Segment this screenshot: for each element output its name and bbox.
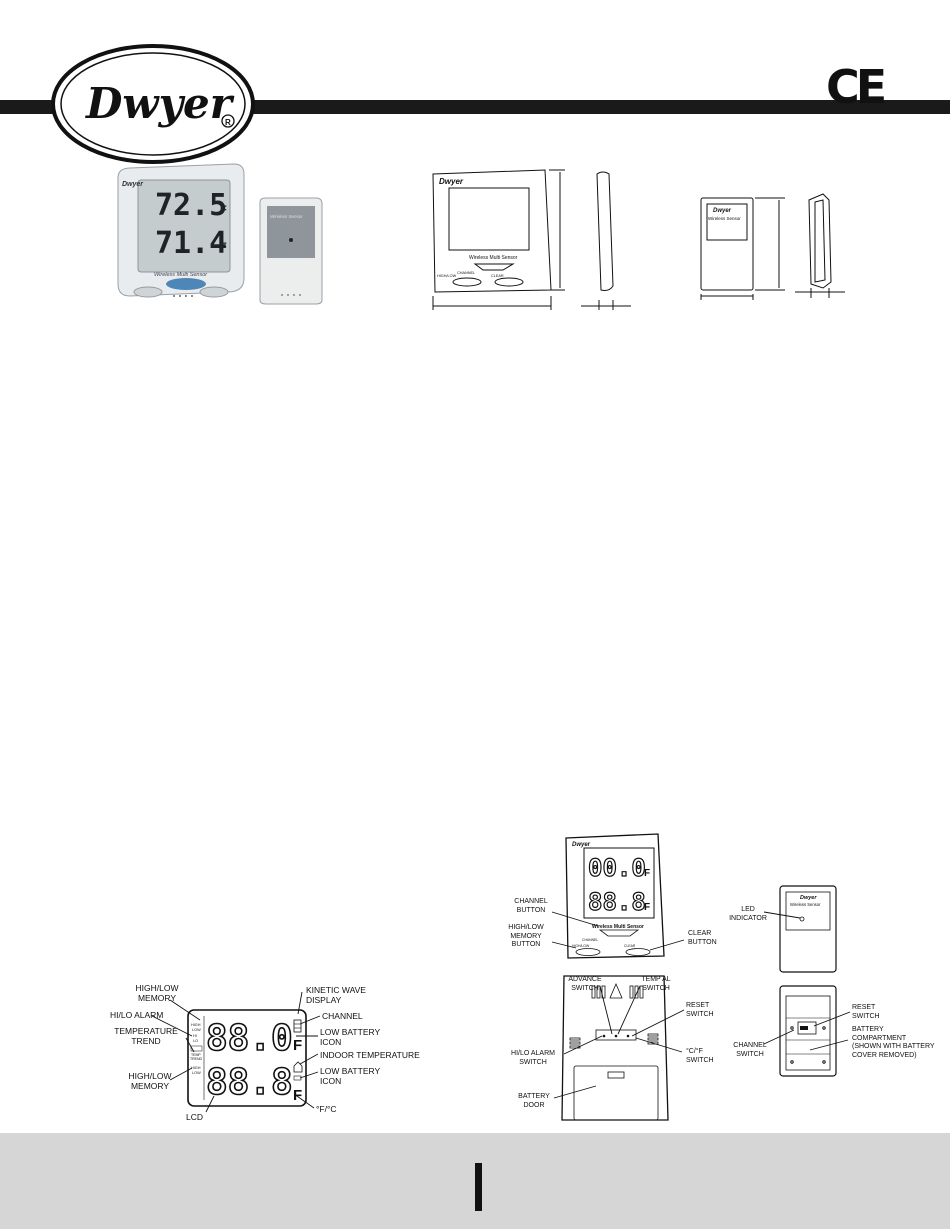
label-hi-lo-alarm: HI/LO ALARM	[110, 1010, 164, 1020]
label-channel: CHANNEL	[322, 1011, 363, 1021]
svg-text:F: F	[293, 1037, 302, 1054]
label-low-battery-top: LOW BATTERY ICON	[320, 1027, 381, 1047]
label-high-low-memory-top: HIGH/LOW MEMORY	[135, 983, 179, 1003]
svg-text:CLEAR: CLEAR	[491, 274, 504, 278]
svg-text:F: F	[293, 1087, 302, 1104]
label-clear-button: CLEAR BUTTON	[688, 930, 717, 946]
svg-text:Wireless Sensor: Wireless Sensor	[270, 214, 303, 219]
svg-text:TEMP: TEMP	[191, 1053, 201, 1057]
product-photo: Dwyer 72.5 71.4 F F Wireless Multi Senso…	[117, 163, 323, 305]
svg-text:F: F	[220, 204, 227, 216]
label-advance-switch: ADVANCE SWITCH	[568, 976, 602, 992]
lcd-diagram: HIGH LOW HI LO TEMP TREND HIGH LOW 88.0 …	[187, 1009, 307, 1107]
label-battery-door: BATTERY DOOR	[518, 1093, 550, 1109]
svg-text:Dwyer: Dwyer	[122, 181, 144, 188]
sensor-back	[779, 985, 837, 1077]
svg-text:HIGH/LOW: HIGH/LOW	[572, 944, 590, 948]
dimension-drawing: Dwyer Wireless Multi Sensor CHANNEL HIGH…	[432, 169, 845, 310]
svg-text:F: F	[644, 902, 650, 913]
label-reset-switch: RESET SWITCH	[686, 1002, 714, 1018]
svg-text:LOW: LOW	[192, 1071, 201, 1075]
svg-text:Dwyer: Dwyer	[800, 895, 817, 901]
svg-text:CHANNEL: CHANNEL	[582, 938, 598, 942]
label-hi-lo-alarm-switch: HI/LO ALARM SWITCH	[511, 1050, 555, 1066]
label-sensor-reset-switch: RESET SWITCH	[852, 1004, 880, 1020]
label-low-battery-bottom: LOW BATTERY ICON	[320, 1066, 381, 1086]
front-digits-top: 00.0	[588, 854, 646, 882]
label-f-c: °F/°C	[316, 1104, 337, 1114]
front-diagram: Dwyer 00.0 88.8 F F Wireless Multi Senso…	[565, 833, 665, 959]
label-battery-compartment: BATTERY COMPARTMENT (SHOWN WITH BATTERY …	[852, 1026, 935, 1059]
svg-text:Dwyer: Dwyer	[439, 177, 464, 186]
ce-mark: CE	[826, 60, 887, 114]
label-lcd: LCD	[186, 1112, 204, 1122]
svg-text:LOW: LOW	[192, 1028, 201, 1032]
svg-text:HIGH/LOW: HIGH/LOW	[437, 274, 457, 278]
photo-display-top: 72.5	[155, 188, 227, 223]
footer-divider	[475, 1163, 482, 1211]
back-diagram	[561, 975, 669, 1121]
lcd-digits-bottom: 88.8	[206, 1062, 293, 1103]
label-kinetic-wave: KINETIC WAVE DISPLAY	[306, 985, 366, 1005]
label-indoor-temperature: INDOOR TEMPERATURE	[320, 1050, 420, 1060]
front-digits-bottom: 88.8	[588, 888, 646, 916]
svg-text:LO: LO	[193, 1039, 198, 1043]
lcd-digits-top: 88.0	[206, 1018, 293, 1059]
label-temp-al-switch: TEMP AL SWITCH	[641, 976, 671, 992]
brand-text: Dwyer	[85, 79, 235, 128]
svg-text:R: R	[225, 118, 231, 127]
sensor-front: Dwyer Wireless Sensor	[779, 885, 837, 973]
svg-text:Wireless Multi Sensor: Wireless Multi Sensor	[469, 255, 518, 261]
svg-text:Wireless Sensor: Wireless Sensor	[790, 902, 821, 907]
label-channel-button: CHANNEL BUTTON	[514, 898, 548, 914]
svg-text:Dwyer: Dwyer	[572, 842, 591, 848]
svg-text:CHANNEL: CHANNEL	[457, 271, 475, 275]
label-high-low-memory-bottom: HIGH/LOW MEMORY	[128, 1071, 172, 1091]
photo-display-bottom: 71.4	[155, 226, 227, 261]
svg-text:TREND: TREND	[190, 1057, 203, 1061]
svg-text:Wireless Multi Sensor: Wireless Multi Sensor	[592, 924, 644, 930]
label-temperature-trend: TEMPERATURE TREND	[114, 1026, 178, 1046]
svg-text:Wireless Multi Sensor: Wireless Multi Sensor	[154, 272, 208, 278]
svg-text:Wireless Sensor: Wireless Sensor	[708, 216, 741, 221]
svg-text:F: F	[220, 241, 227, 253]
svg-text:Dwyer: Dwyer	[713, 208, 732, 214]
svg-text:CLEAR: CLEAR	[624, 944, 636, 948]
svg-text:HI: HI	[193, 1034, 197, 1038]
label-f-c-switch: °C/°F SWITCH	[686, 1048, 714, 1064]
svg-text:F: F	[644, 868, 650, 879]
dwyer-logo: Dwyer R	[51, 44, 255, 164]
label-high-low-memory-button: HIGH/LOW MEMORY BUTTON	[508, 924, 544, 948]
label-led-indicator: LED INDICATOR	[729, 906, 767, 922]
label-channel-switch: CHANNEL SWITCH	[733, 1042, 767, 1058]
svg-text:HIGH: HIGH	[191, 1066, 201, 1070]
svg-text:HIGH: HIGH	[191, 1023, 201, 1027]
